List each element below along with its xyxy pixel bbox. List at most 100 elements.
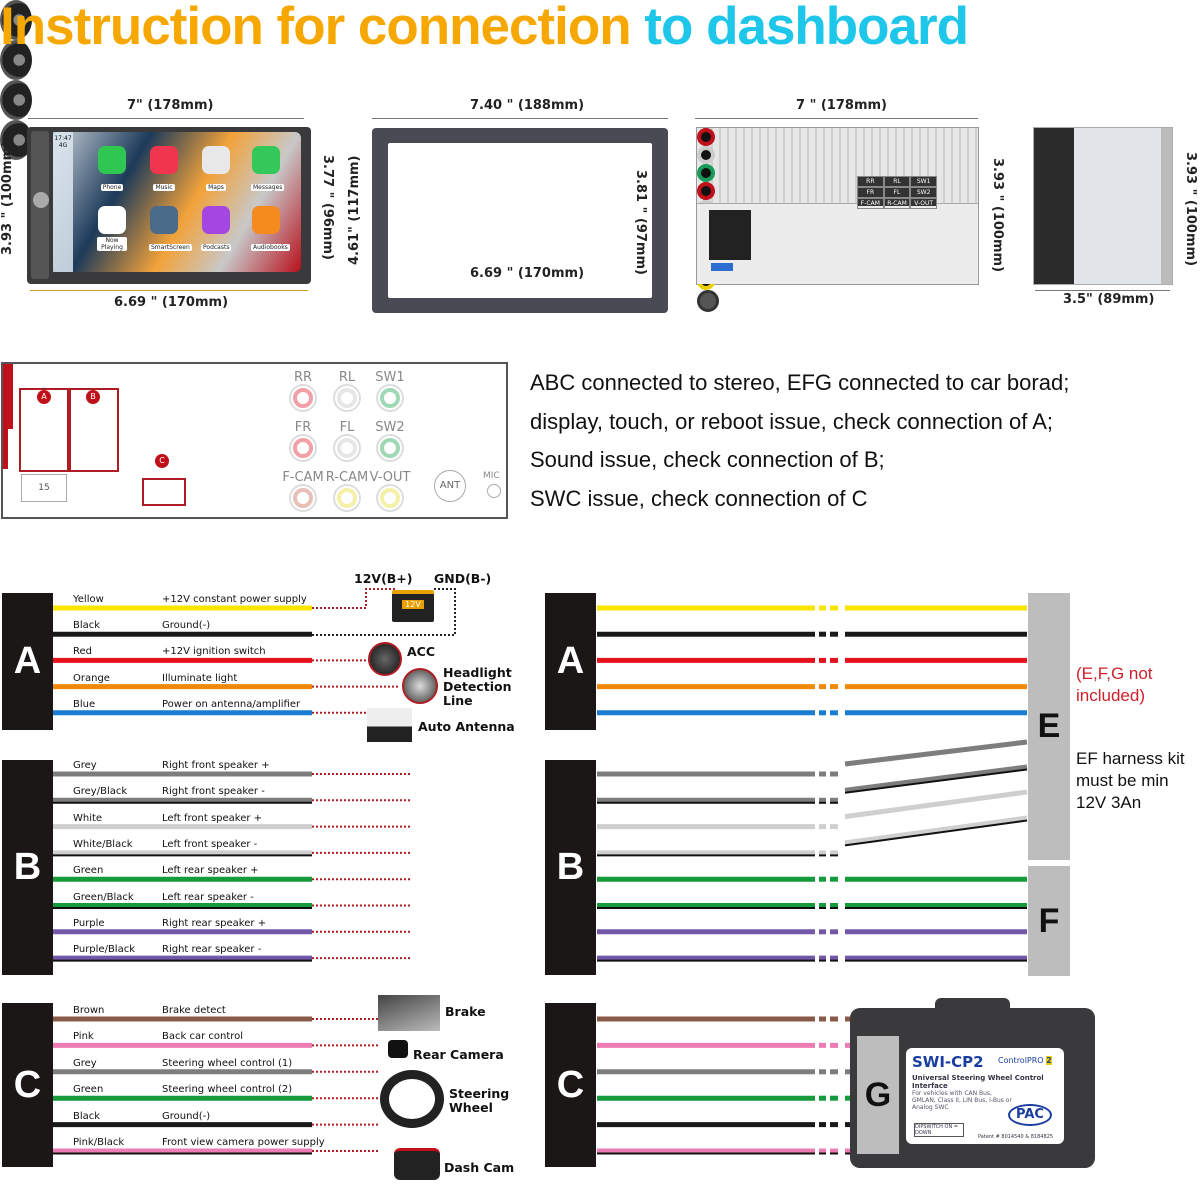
app-icon[interactable] xyxy=(150,146,178,174)
app-icon[interactable] xyxy=(202,206,230,234)
rca-label: SW2 xyxy=(910,187,937,198)
app-icon[interactable] xyxy=(98,146,126,174)
wire-color-label: Purple xyxy=(73,917,105,929)
pin xyxy=(3,379,13,384)
pin xyxy=(3,364,13,369)
headlight-label: Headlight xyxy=(443,665,512,680)
rca-jack-icon xyxy=(697,182,715,200)
wire-color-label: Grey xyxy=(73,760,97,771)
brake-pedal-icon xyxy=(378,995,440,1031)
wire-function-label: Illuminate light xyxy=(162,672,238,684)
wire-right-to-e xyxy=(844,764,1028,793)
steering-label: Steering xyxy=(449,1086,510,1101)
harness-e: E xyxy=(1028,593,1070,860)
pin xyxy=(3,454,8,459)
rca-jack-v-out xyxy=(376,484,404,512)
app-label: SmartScreen xyxy=(149,244,192,251)
app-icon[interactable] xyxy=(150,206,178,234)
jack-label: F-CAM xyxy=(282,470,324,485)
steering-wheel-icon xyxy=(380,1070,444,1128)
app-now-playing: Now Playing xyxy=(97,206,127,253)
pin xyxy=(3,464,8,469)
app-icon[interactable] xyxy=(252,206,280,234)
app-label: Phone xyxy=(100,184,124,191)
wire-color-label: Yellow xyxy=(73,594,104,605)
rca-jack-sw1 xyxy=(376,384,404,412)
instruction-line: ABC connected to stereo, EFG connected t… xyxy=(530,370,1070,395)
title-part2: to dashboard xyxy=(644,0,969,56)
dimension-line xyxy=(30,290,308,291)
wire-color-label: Blue xyxy=(73,698,96,710)
rca-jack-rr xyxy=(289,384,317,412)
app-label: Podcasts xyxy=(201,244,232,251)
speaker-icon xyxy=(0,120,32,160)
module-brand-num: 2 xyxy=(1046,1056,1052,1065)
app-audiobooks: Audiobooks xyxy=(251,206,290,253)
battery-label: 12V xyxy=(402,600,424,609)
b-plus-label: 12V(B+) xyxy=(354,571,413,586)
rca-label: RR xyxy=(857,176,884,187)
ant-port: ANT xyxy=(434,470,466,502)
connector-block-b-right: B xyxy=(545,760,596,975)
pac-logo: PAC xyxy=(1008,1104,1052,1126)
rca-label: RL xyxy=(883,176,911,187)
wire-color-label: Orange xyxy=(73,672,110,684)
side-depth: 3.5" (89mm) xyxy=(1063,292,1155,307)
bezel-frame xyxy=(372,128,668,313)
wire-function-label: Steering wheel control (1) xyxy=(162,1057,293,1069)
pin xyxy=(3,449,8,454)
note-line: EF harness kit xyxy=(1076,749,1185,768)
bezel-width-outer: 7.40 " (188mm) xyxy=(470,98,585,113)
app-icon[interactable] xyxy=(252,146,280,174)
harness-f: F xyxy=(1028,866,1070,976)
iso-connector xyxy=(709,210,751,260)
rear-camera-label: Rear Camera xyxy=(413,1047,504,1062)
wire-function-label: Back car control xyxy=(162,1031,244,1043)
instruction-line: SWC issue, check connection of C xyxy=(530,485,868,511)
connector-block-c-right: C xyxy=(545,1003,596,1167)
wire-right-to-e-stripe xyxy=(844,819,1028,847)
wire-color-label: Red xyxy=(73,646,92,658)
wire-color-label: Black xyxy=(73,620,101,632)
jack-label: V-OUT xyxy=(369,470,411,485)
pin xyxy=(3,369,13,374)
wire-right-to-e xyxy=(844,815,1028,846)
wire-function-label: Right rear speaker - xyxy=(162,944,262,956)
connector-a-badge: A xyxy=(37,390,51,404)
wire-color-label: Pink xyxy=(73,1031,94,1043)
wire-color-label: Black xyxy=(73,1110,101,1122)
harness-g: G xyxy=(857,1036,899,1154)
wire-color-label: Grey/Black xyxy=(73,786,128,798)
rca-jack-r-cam xyxy=(333,484,361,512)
jack-label: SW2 xyxy=(375,420,405,435)
volume-knob-icon xyxy=(33,192,49,208)
app-phone: Phone xyxy=(97,146,127,193)
connector-a xyxy=(19,388,69,472)
pin xyxy=(3,409,13,414)
pin xyxy=(3,394,13,399)
app-label: Audiobooks xyxy=(251,244,290,251)
module-brand: ControlPRO xyxy=(998,1056,1044,1065)
app-smartscreen: SmartScreen xyxy=(149,206,192,253)
page-title: Instruction for connection to dashboard xyxy=(0,0,1200,57)
pin xyxy=(3,419,13,424)
app-icon[interactable] xyxy=(98,206,126,234)
app-messages: Messages xyxy=(251,146,285,193)
gnd-line xyxy=(312,588,456,636)
wire-right-to-e-stripe xyxy=(844,768,1028,794)
app-icon[interactable] xyxy=(202,146,230,174)
wire-function-label: Ground(-) xyxy=(162,1110,211,1122)
wire-color-label: Pink/Black xyxy=(73,1137,125,1148)
note-line: included) xyxy=(1076,686,1145,705)
headlight-icon xyxy=(402,668,438,704)
fuse: 15 xyxy=(21,474,67,502)
rca-jack-icon xyxy=(697,146,715,164)
module-desc: Universal Steering Wheel Control Interfa… xyxy=(912,1074,1044,1090)
wire-function-label: Right front speaker + xyxy=(162,760,270,771)
wire-color-label: Green xyxy=(73,1084,104,1096)
jack-label: RR xyxy=(293,370,313,385)
